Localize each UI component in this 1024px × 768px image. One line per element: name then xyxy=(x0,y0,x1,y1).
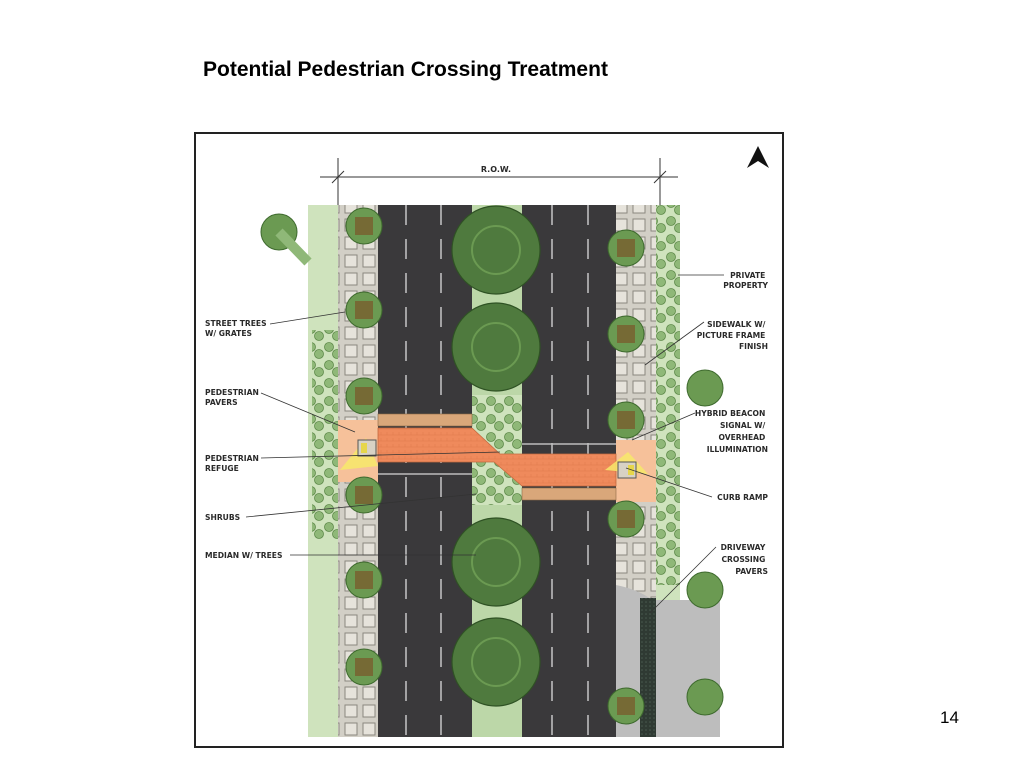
leader-lines xyxy=(245,274,724,614)
label-sidewalk: SIDEWALK W/ PICTURE FRAME FINISH xyxy=(697,320,768,351)
label-private-property: PRIVATE PROPERTY xyxy=(723,271,768,290)
label-median-trees: MEDIAN W/ TREES xyxy=(205,551,282,560)
label-shrubs: SHRUBS xyxy=(205,513,240,522)
left-shrub-band xyxy=(312,330,338,540)
label-hybrid-beacon: HYBRID BEACON SIGNAL W/ OVERHEAD ILLUMIN… xyxy=(695,409,768,454)
page-number: 14 xyxy=(940,708,959,727)
pedestrian-crossing xyxy=(377,427,617,487)
driveway-pavers xyxy=(640,598,656,737)
slide-title: Potential Pedestrian Crossing Treatment xyxy=(203,58,608,81)
median-trees xyxy=(451,205,541,707)
label-pedestrian-refuge: PEDESTRIAN REFUGE xyxy=(205,454,261,473)
row-dimension xyxy=(320,158,678,205)
row-label: R.O.W. xyxy=(481,165,511,174)
label-driveway-pavers: DRIVEWAY CROSSING PAVERS xyxy=(721,543,768,576)
label-street-trees: STREET TREES W/ GRATES xyxy=(205,319,269,338)
north-arrow-icon xyxy=(747,146,769,168)
label-curb-ramp: CURB RAMP xyxy=(717,493,768,502)
label-pedestrian-pavers: PEDESTRIAN PAVERS xyxy=(205,388,261,407)
